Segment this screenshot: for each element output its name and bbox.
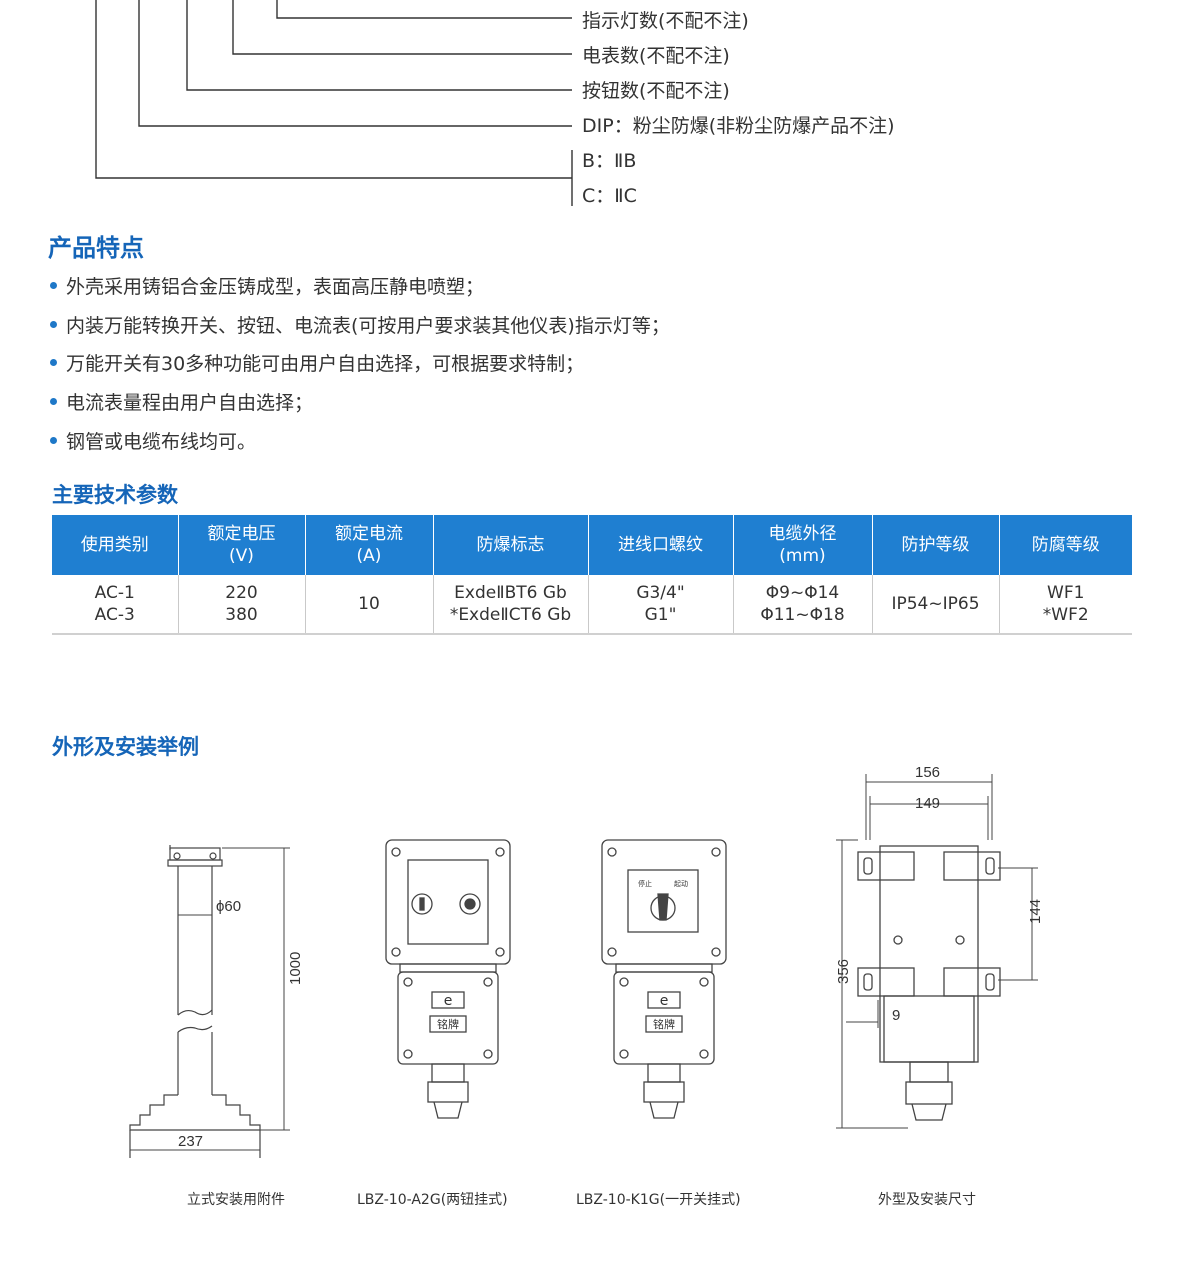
install-title: 外形及安装举例 [52, 735, 199, 759]
model-label-indicator: 指示灯数(不配不注) [582, 10, 749, 32]
model-label-iib: B：ⅡB [582, 150, 637, 172]
bullet-dot [50, 398, 57, 405]
stand-accessory-drawing: ϕ60 1000 237 [129, 845, 304, 1158]
header-cell: 使用类别 [52, 515, 178, 575]
table-cell: G3/4"G1" [587, 575, 733, 635]
switch-stop-label: 停止 [638, 879, 652, 888]
table-cell: IP54~IP65 [871, 575, 999, 635]
params-table: 使用类别 额定电压(V) 额定电流(A) 防爆标志 进线口螺纹 电缆外径(mm)… [52, 515, 1132, 635]
dim-hole-spacing: 144 [1027, 899, 1044, 924]
bullet-dot [50, 282, 57, 289]
header-cell: 电缆外径(mm) [732, 515, 872, 575]
header-cell: 额定电压(V) [177, 515, 305, 575]
params-header-row: 使用类别 额定电压(V) 额定电流(A) 防爆标志 进线口螺纹 电缆外径(mm)… [52, 515, 1132, 575]
bullet-dot [50, 321, 57, 328]
table-cell: ExdeⅡBT6 Gb*ExdeⅡCT6 Gb [432, 575, 588, 635]
model-label-iic: C：ⅡC [582, 185, 637, 207]
dim-hole-offset: 9 [892, 1007, 900, 1024]
model-label-button: 按钮数(不配不注) [582, 80, 730, 102]
plate-e: e [660, 993, 669, 1009]
caption-dimensions: 外型及安装尺寸 [878, 1192, 976, 1208]
dim-width-outer: 156 [915, 764, 940, 781]
header-cell: 额定电流(A) [304, 515, 433, 575]
table-cell: 10 [304, 575, 433, 635]
feature-item: 内装万能转换开关、按钮、电流表(可按用户要求装其他仪表)指示灯等； [50, 314, 670, 338]
features-title: 产品特点 [48, 234, 144, 262]
feature-item: 外壳采用铸铝合金压铸成型，表面高压静电喷塑； [50, 275, 484, 299]
dim-pole-height: 1000 [287, 952, 304, 985]
model-label-dip: DIP：粉尘防爆(非粉尘防爆产品不注) [582, 115, 895, 137]
bullet-dot [50, 437, 57, 444]
plate-nameplate: 铭牌 [437, 1017, 459, 1031]
header-cell: 防腐等级 [998, 515, 1132, 575]
feature-item: 万能开关有30多种功能可由用户自由选择，可根据要求特制； [50, 352, 584, 376]
dimension-drawing: 156 149 144 356 9 [835, 764, 1044, 1129]
feature-item: 电流表量程由用户自由选择； [50, 391, 313, 415]
bullet-dot [50, 359, 57, 366]
header-cell: 进线口螺纹 [587, 515, 733, 575]
one-switch-enclosure-drawing: 停止 起动 e 铭牌 [601, 839, 727, 1119]
table-cell: WF1*WF2 [998, 575, 1132, 635]
caption-stand-accessory: 立式安装用附件 [187, 1192, 285, 1208]
model-label-meter: 电表数(不配不注) [582, 45, 730, 67]
dim-width-inner: 149 [915, 795, 940, 812]
dim-pole-diameter: ϕ60 [216, 898, 241, 915]
params-title: 主要技术参数 [52, 483, 178, 507]
dim-base-width: 237 [178, 1133, 203, 1150]
switch-start-label: 起动 [674, 879, 688, 888]
caption-one-switch: LBZ-10-K1G(一开关挂式) [576, 1192, 741, 1208]
two-button-enclosure-drawing: e 铭牌 [385, 839, 511, 1119]
plate-nameplate: 铭牌 [653, 1017, 675, 1031]
plate-e: e [444, 993, 453, 1009]
header-cell: 防爆标志 [432, 515, 588, 575]
header-cell: 防护等级 [871, 515, 999, 575]
feature-item: 钢管或电缆布线均可。 [50, 430, 256, 454]
model-code-lines [95, 0, 573, 206]
caption-two-button: LBZ-10-A2G(两钮挂式) [357, 1192, 508, 1208]
dim-height-total: 356 [835, 959, 852, 984]
